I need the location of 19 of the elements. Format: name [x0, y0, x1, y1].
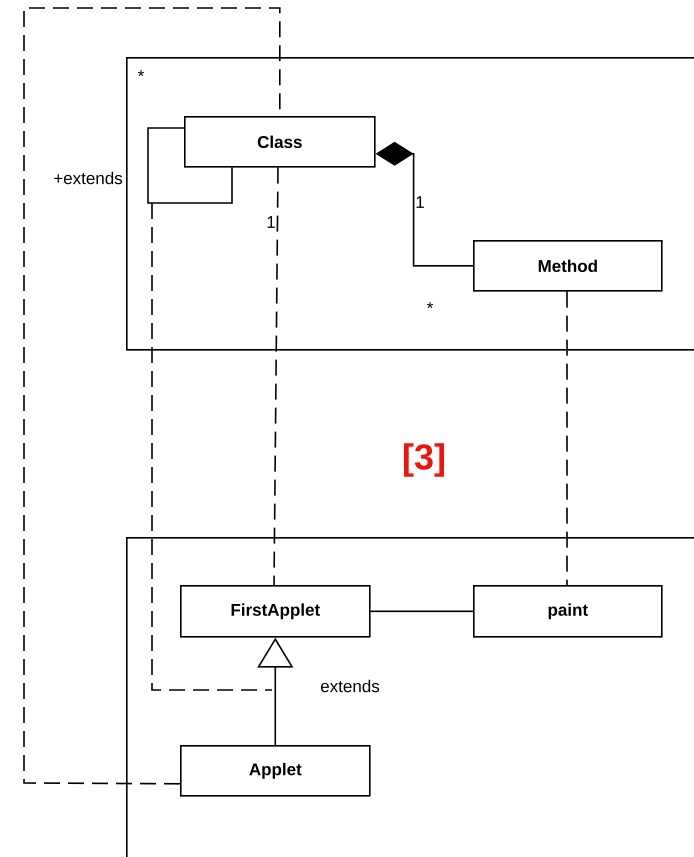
connector-line — [566, 292, 568, 585]
edge-label: +extends — [52, 170, 124, 186]
class-box: paint — [473, 585, 663, 638]
figure-number: [3] — [404, 443, 444, 477]
multiplicity-label: * — [426, 302, 434, 308]
frame-box — [126, 57, 694, 351]
class-box: FirstApplet — [180, 585, 371, 638]
connector-line — [23, 7, 281, 785]
multiplicity-label: 1 — [416, 196, 424, 208]
connector-line — [147, 127, 233, 204]
class-box: Class — [184, 116, 376, 168]
edge-label: extends — [319, 678, 381, 694]
class-box: Method — [473, 240, 663, 292]
frame-box — [126, 537, 694, 857]
multiplicity-label: * — [138, 70, 144, 76]
class-box: Applet — [180, 745, 371, 797]
multiplicity-label: 1 — [268, 216, 275, 228]
connector-line — [370, 610, 473, 612]
connector-line — [273, 168, 279, 586]
